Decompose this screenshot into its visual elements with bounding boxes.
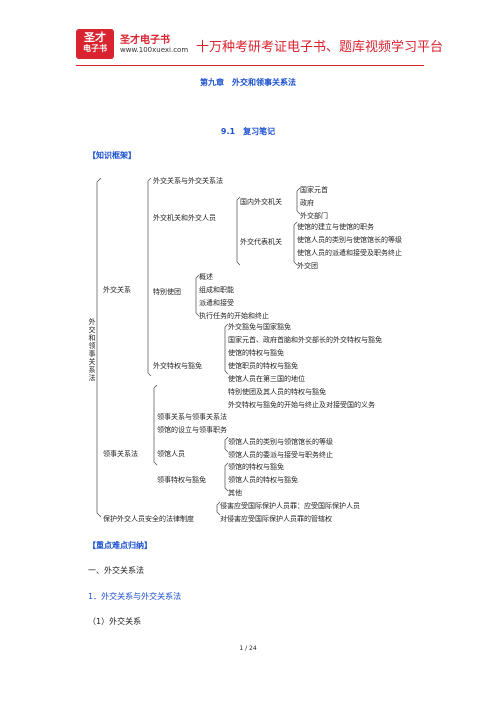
tree-node-dbjg: 外交代表机关 — [240, 238, 282, 246]
bracket-lingshi — [153, 384, 158, 466]
header-slogan: 十万种考研考证电子书、题库视频学习平台 — [196, 40, 444, 55]
framework-label: 【知识框架】 — [88, 151, 136, 160]
brand-name: 圣才电子书 — [120, 35, 170, 46]
tree-leaf: 领馆人员的委派与接受与职务终止 — [228, 451, 333, 459]
tree-leaf: 外交特权与豁免的开始与终止及对接受国的义务 — [228, 401, 375, 409]
tree-leaf: 外交部门 — [300, 212, 328, 220]
bracket-tqhm — [224, 323, 229, 375]
tree-leaf: 外交豁免与国家豁免 — [228, 323, 291, 331]
tree-node-waijiao: 外交关系 — [103, 286, 131, 294]
header-divider — [76, 65, 424, 66]
tree-node-gnjg: 国内外交机关 — [240, 198, 282, 206]
tree-leaf: 派遣和接受 — [199, 299, 234, 307]
tree-leaf: 使馆的建立与使馆的职务 — [297, 223, 374, 231]
tree-leaf: 执行任务的开始和终止 — [199, 312, 269, 320]
bracket-waijiao — [147, 177, 152, 377]
bracket-tbst — [195, 274, 200, 317]
section-title: 9.1 复习笔记 — [220, 127, 276, 136]
tree-node-tqhm: 外交特权与豁免 — [153, 362, 202, 370]
bracket-lstq — [224, 462, 229, 492]
tree-leaf: 使馆人员的类别与使馆馆长的等级 — [297, 236, 402, 244]
tree-root-label: 外交和领事关系法 — [88, 318, 96, 382]
tree-leaf: 概述 — [199, 273, 213, 281]
bracket-jgry — [236, 196, 241, 266]
bracket-gnjg — [296, 187, 301, 215]
chapter-title: 第九章 外交和领事关系法 — [200, 78, 296, 87]
tree-leaf: 政府 — [300, 199, 314, 207]
bracket-baohu — [216, 501, 221, 516]
bracket-lgry — [224, 436, 229, 453]
tree-node-jgry: 外交机关和外交人员 — [153, 214, 216, 222]
bracket-root — [96, 177, 102, 518]
bracket-dbjg — [293, 221, 298, 266]
tree-leaf: 其他 — [228, 489, 242, 497]
tree-leaf: 侵害应受国际保护人员罪：应受国际保护人员 — [220, 502, 360, 510]
tree-node-baohu: 保护外交人员安全的法律制度 — [103, 515, 194, 523]
tree-leaf: 国家元首 — [300, 186, 328, 194]
page-number: 1 / 24 — [239, 645, 257, 652]
tree-leaf: 使馆人员的派遣和接受及职务终止 — [297, 249, 402, 257]
heading-1: 一、外交关系法 — [88, 566, 144, 575]
brand-logo: 圣才电子书 — [76, 29, 114, 59]
tree-node-lgsl: 领馆的设立与领事职务 — [157, 426, 227, 434]
tree-node-lingshi: 领事关系法 — [103, 450, 138, 458]
tree-node-wjgx: 外交关系与外交关系法 — [153, 177, 223, 185]
brand-url[interactable]: www.100xuexi.com — [120, 46, 189, 54]
tree-leaf: 领馆的特权与豁免 — [228, 463, 284, 471]
tree-leaf: 外交团 — [297, 262, 318, 270]
tree-leaf: 领馆人员的特权与豁免 — [228, 476, 298, 484]
tree-leaf: 特别使团及其人员的特权与豁免 — [228, 388, 326, 396]
tree-leaf: 国家元首、政府首脑和外交部长的外交特权与豁免 — [228, 336, 382, 344]
tree-leaf: 对侵害应受国际保护人员罪的管辖权 — [220, 515, 332, 523]
tree-node-lsgx: 领事关系与领事关系法 — [157, 413, 227, 421]
tree-leaf: 使馆职员的特权与豁免 — [228, 362, 298, 370]
heading-3: （1）外交关系 — [88, 617, 142, 626]
key-points-label: 【重点难点归纳】 — [88, 541, 152, 550]
tree-node-tbst: 特别使团 — [153, 288, 181, 296]
tree-leaf: 领馆人员的类别与领馆馆长的等级 — [228, 438, 333, 446]
tree-leaf: 使馆人员在第三国的地位 — [228, 375, 305, 383]
tree-leaf: 组成和职能 — [199, 286, 234, 294]
tree-node-lgry: 领馆人员 — [157, 450, 185, 458]
tree-node-lstq: 领事特权与豁免 — [157, 476, 206, 484]
tree-leaf: 使馆的特权与豁免 — [228, 349, 284, 357]
heading-2: 1．外交关系与外交关系法 — [88, 592, 182, 601]
